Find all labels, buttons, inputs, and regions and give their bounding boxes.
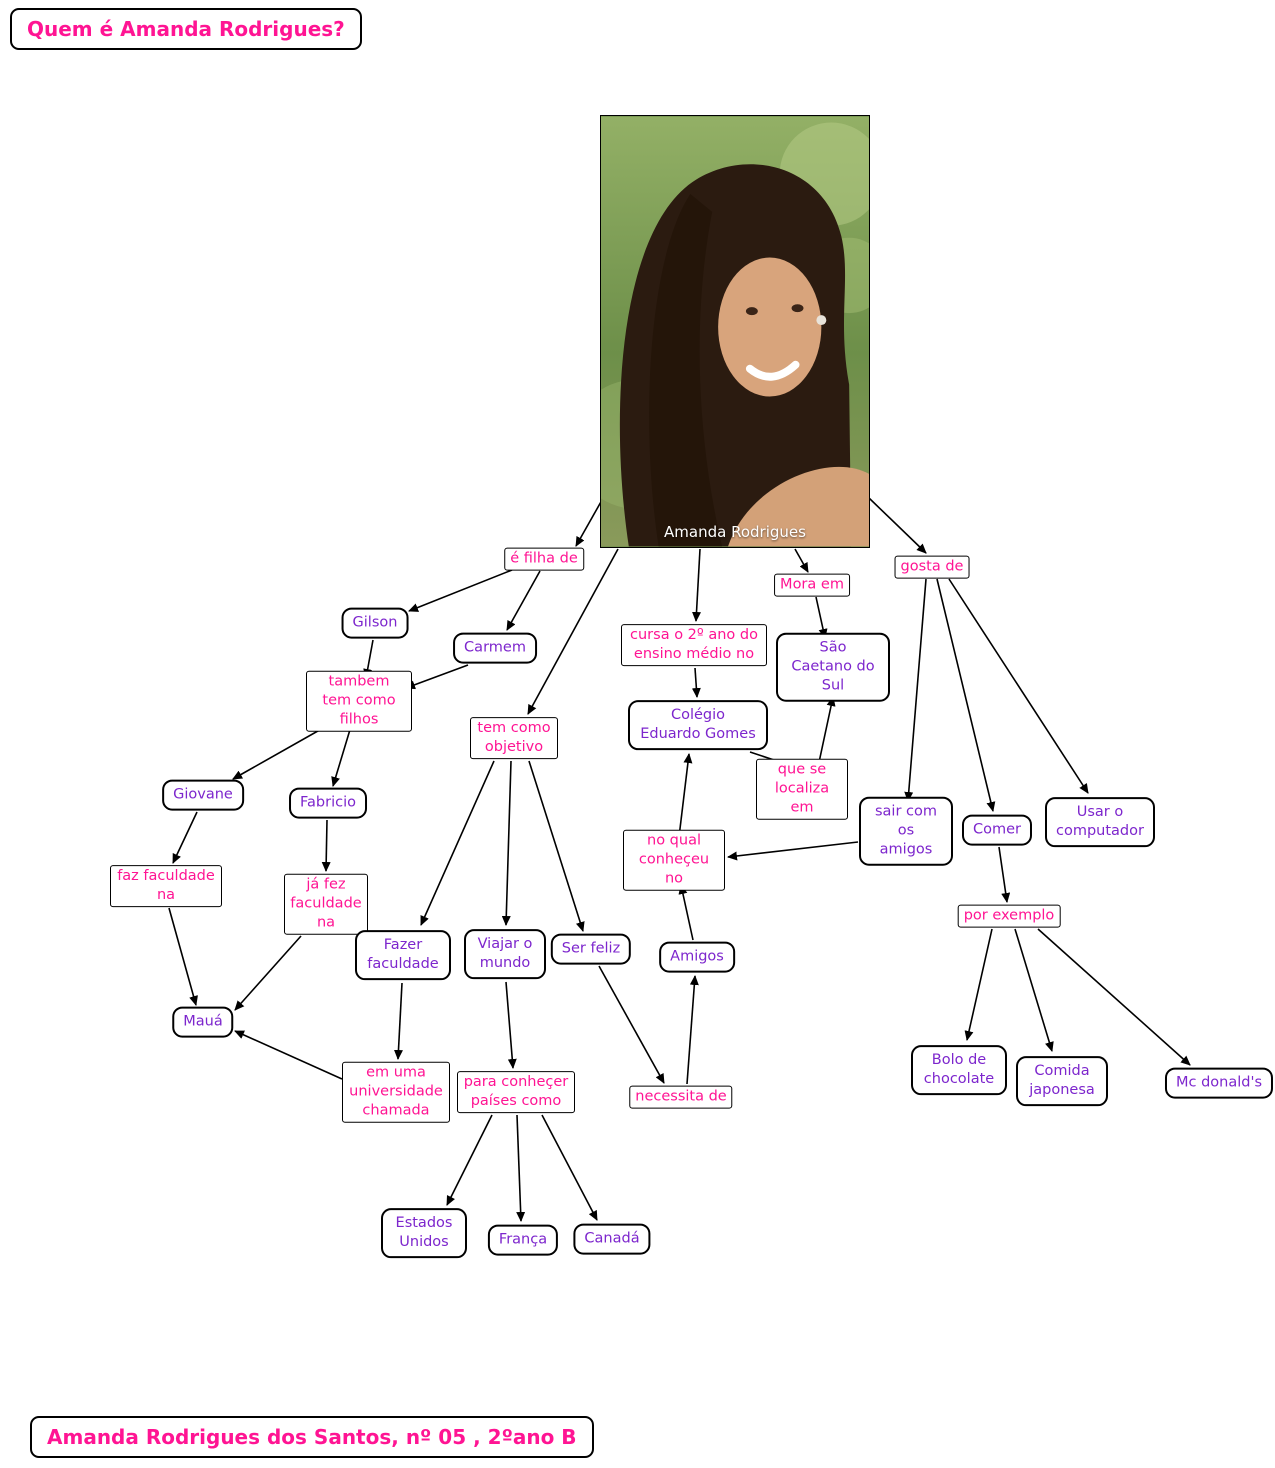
- connector-arrow: [686, 975, 699, 1085]
- label-gosta-de[interactable]: gosta de: [894, 555, 970, 579]
- label-mora-em[interactable]: Mora em: [774, 573, 850, 597]
- label-que-se-localiza-em[interactable]: que se localiza em: [756, 758, 848, 820]
- node-colegio-eduardo-gomes[interactable]: Colégio Eduardo Gomes: [628, 700, 768, 750]
- connector-arrow: [678, 884, 694, 941]
- connector-arrow: [691, 667, 701, 698]
- connector-arrow: [1037, 928, 1191, 1066]
- connector-arrow: [727, 841, 859, 861]
- label-por-exemplo[interactable]: por exemplo: [957, 904, 1061, 928]
- node-estados-unidos[interactable]: Estados Unidos: [381, 1208, 467, 1258]
- node-mc-donalds[interactable]: Mc donald's: [1164, 1067, 1274, 1099]
- connector-arrow: [528, 760, 585, 932]
- connector-arrow: [1014, 928, 1054, 1052]
- connector-arrow: [904, 578, 927, 802]
- connector-arrow: [420, 760, 495, 926]
- connector-arrow: [232, 722, 333, 780]
- node-viajar-o-mundo[interactable]: Viajar o mundo: [464, 929, 546, 979]
- connector-arrow: [506, 570, 541, 631]
- label-em-uma-universidade-chamada[interactable]: em uma universidade chamada: [342, 1061, 450, 1123]
- connector-arrow: [541, 1114, 598, 1221]
- connector-arrow: [516, 1114, 526, 1222]
- node-franca[interactable]: França: [487, 1224, 559, 1256]
- node-fabricio[interactable]: Fabricio: [289, 787, 367, 819]
- node-sair-com-os-amigos[interactable]: sair com os amigos: [859, 796, 953, 866]
- node-usar-o-computador[interactable]: Usar o computador: [1045, 797, 1155, 847]
- node-comer[interactable]: Comer: [961, 814, 1033, 846]
- connector-arrow: [817, 696, 836, 768]
- connector-arrow: [234, 1030, 343, 1080]
- label-no-qual-conheceu-no[interactable]: no qual conheçeu no: [623, 829, 725, 891]
- amanda-photo[interactable]: Amanda Rodrigues: [600, 115, 870, 548]
- label-faz-faculdade-na[interactable]: faz faculdade na: [110, 865, 222, 907]
- connector-arrow: [331, 722, 353, 787]
- node-amigos[interactable]: Amigos: [659, 941, 735, 973]
- label-ja-fez-faculdade-na[interactable]: já fez faculdade na: [284, 873, 368, 935]
- connector-arrow: [678, 753, 693, 838]
- connector-arrow: [948, 578, 1089, 794]
- map-title: Quem é Amanda Rodrigues?: [10, 8, 362, 50]
- connector-arrow: [393, 982, 403, 1060]
- portrait-illustration: [601, 116, 869, 547]
- connector-arrow: [321, 819, 331, 872]
- label-necessita-de[interactable]: necessita de: [629, 1085, 733, 1109]
- connector-arrow: [692, 548, 701, 622]
- node-canada[interactable]: Canadá: [573, 1223, 651, 1255]
- connector-arrow: [168, 907, 198, 1006]
- map-credit: Amanda Rodrigues dos Santos, nº 05 , 2ºa…: [30, 1416, 594, 1458]
- label-para-conhecer-paises-como[interactable]: para conheçer países como: [457, 1071, 575, 1113]
- connector-arrow: [936, 578, 996, 812]
- label-tem-como-objetivo[interactable]: tem como objetivo: [470, 717, 558, 759]
- node-bolo-de-chocolate[interactable]: Bolo de chocolate: [911, 1045, 1007, 1095]
- photo-caption: Amanda Rodrigues: [664, 523, 806, 541]
- connector-arrow: [446, 1114, 493, 1206]
- node-giovane[interactable]: Giovane: [162, 779, 244, 811]
- node-maua[interactable]: Mauá: [172, 1006, 234, 1038]
- connector-arrow: [575, 499, 603, 547]
- connector-arrow: [405, 664, 469, 690]
- node-fazer-faculdade[interactable]: Fazer faculdade: [355, 930, 451, 980]
- node-gilson[interactable]: Gilson: [341, 607, 409, 639]
- connector-arrow: [501, 760, 512, 926]
- connector-arrow: [964, 928, 993, 1041]
- label-cursa-o-2-ano[interactable]: cursa o 2º ano do ensino médio no: [621, 624, 767, 666]
- connector-arrow: [234, 935, 302, 1011]
- connector-arrow: [527, 548, 619, 715]
- connector-arrow: [998, 846, 1011, 903]
- node-sao-caetano-do-sul[interactable]: São Caetano do Sul: [776, 632, 890, 702]
- connector-arrow: [408, 569, 513, 612]
- node-carmem[interactable]: Carmem: [453, 632, 537, 664]
- connector-arrow: [598, 965, 665, 1084]
- connector-arrow: [794, 548, 809, 573]
- connector-arrow: [505, 981, 517, 1069]
- label-e-filha-de[interactable]: é filha de: [504, 547, 584, 571]
- node-comida-japonesa[interactable]: Comida japonesa: [1016, 1056, 1108, 1106]
- connector-arrow: [868, 497, 927, 554]
- label-tambem-tem-como-filhos[interactable]: tambem tem como filhos: [306, 670, 412, 732]
- node-ser-feliz[interactable]: Ser feliz: [550, 933, 632, 965]
- connector-arrow: [172, 811, 198, 864]
